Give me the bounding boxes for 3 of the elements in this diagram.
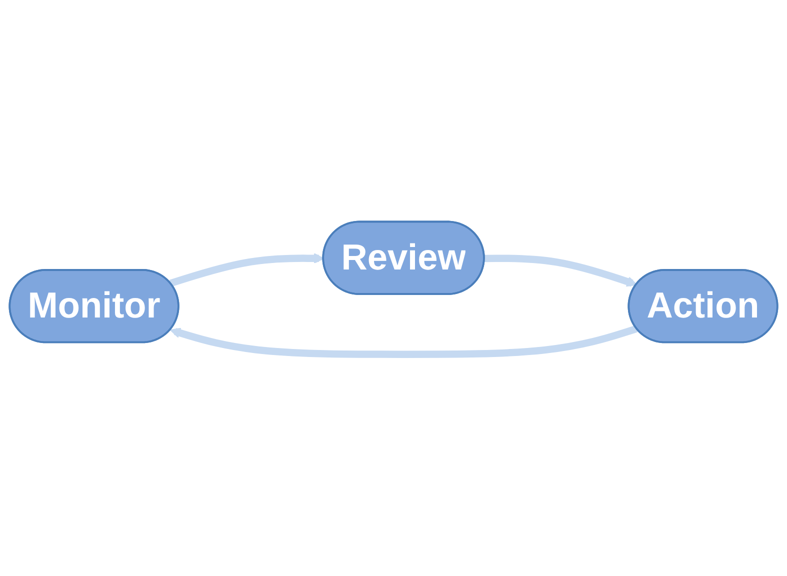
- arrow: [484, 254, 638, 287]
- arrow: [169, 253, 324, 287]
- arrow: [170, 325, 638, 358]
